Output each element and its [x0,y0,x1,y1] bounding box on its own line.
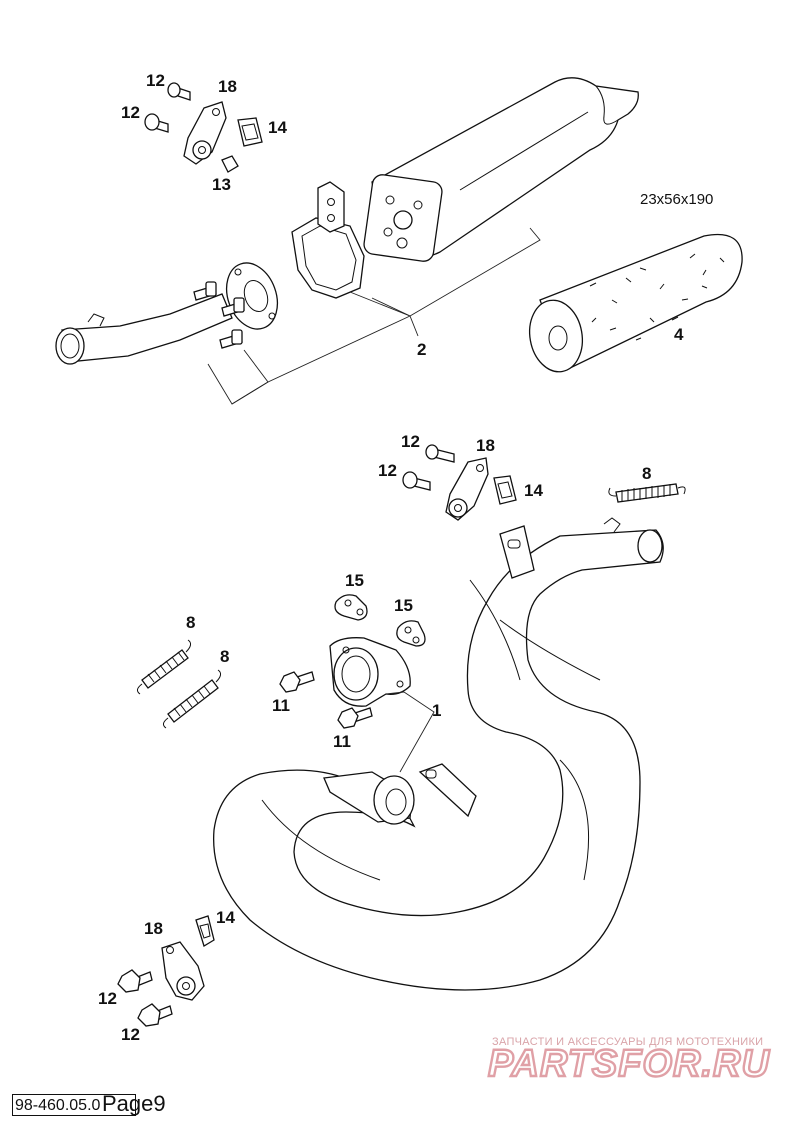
drawing-number: 98-460.05.0 [15,1097,101,1114]
callout-13: 13 [212,175,231,194]
damping-insert [528,233,743,373]
mount-hardware-top [144,82,263,173]
callout-12: 12 [98,989,117,1008]
callout-14: 14 [268,118,287,137]
callout-18: 18 [218,77,237,96]
callout-12: 12 [401,432,420,451]
insert-dimensions: 23x56x190 [640,191,713,208]
callout-4: 4 [674,325,684,344]
callout-12: 12 [121,103,140,122]
callout-8: 8 [220,647,229,666]
callout-8: 8 [642,464,651,483]
callout-11: 11 [272,696,290,715]
callout-18: 18 [476,436,495,455]
watermark-subtitle: ЗАПЧАСТИ И АКСЕССУАРЫ ДЛЯ МОТОТЕХНИКИ [492,1036,763,1048]
callout-12: 12 [121,1025,140,1044]
footer-code-box [12,1094,136,1116]
header-inlet [323,771,415,825]
watermark-brand: PARTSFOR.RU [488,1043,770,1085]
callout-2: 2 [417,340,426,359]
callout-18: 18 [144,919,163,938]
callout-12: 12 [378,461,397,480]
mount-hardware-bottom [117,915,215,1027]
assembly-leader-lines [207,227,541,405]
callout-11: 11 [333,732,351,751]
gaskets [334,594,426,647]
page-label: Page9 [102,1091,166,1116]
callout-1: 1 [432,701,441,720]
watermark: ЗАПЧАСТИ И АКСЕССУАРЫ ДЛЯ МОТОТЕХНИКИ PA… [487,1036,771,1086]
callout-labels: 12 12 18 14 13 2 4 23x56x190 12 12 18 14… [98,71,713,1044]
callout-leaders [385,691,435,773]
callout-8: 8 [186,613,195,632]
flange-screws [279,671,373,729]
callout-15: 15 [394,596,413,615]
silencer [363,77,639,262]
springs [136,483,686,729]
exhaust-tabs [418,525,535,818]
callout-14: 14 [216,908,235,927]
callout-14: 14 [524,481,543,500]
exhaust-pipe [212,517,664,991]
mount-hardware-middle [402,444,517,521]
silencer-bracket [291,181,365,299]
manifold-flange [329,637,411,707]
callout-12: 12 [146,71,165,90]
flange-bolts [193,281,245,349]
link-pipe [55,262,279,365]
callout-15: 15 [345,571,364,590]
